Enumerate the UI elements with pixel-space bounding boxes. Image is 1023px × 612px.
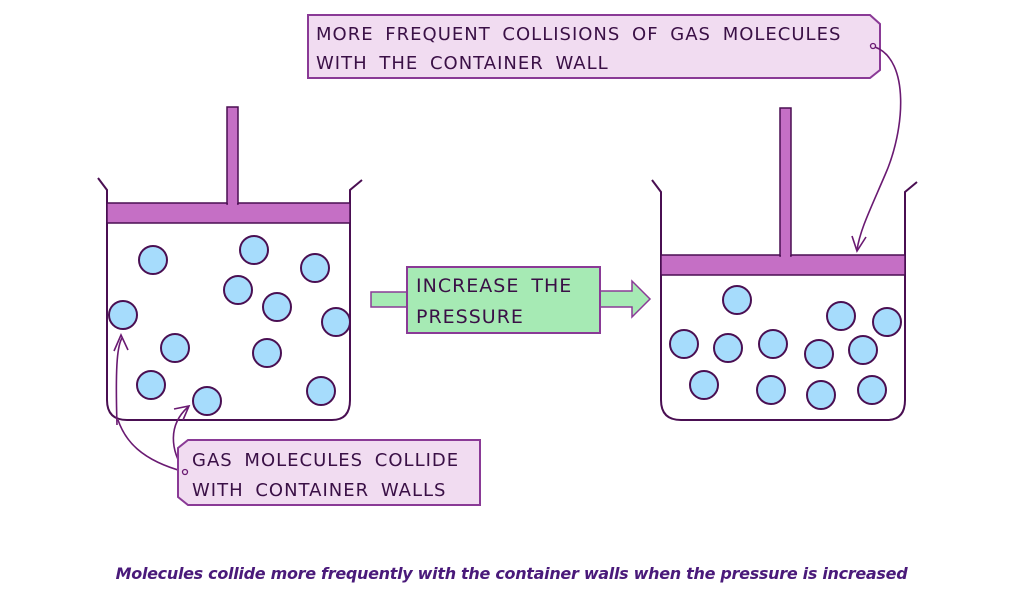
process-arrow-box xyxy=(406,266,601,334)
process-arrow: INCREASE THE PRESSURE xyxy=(370,266,652,334)
gas-molecule xyxy=(804,339,834,369)
gas-molecule xyxy=(252,338,282,368)
bottom-callout-box xyxy=(177,439,481,506)
right-container-walls xyxy=(651,179,918,421)
right-molecules xyxy=(669,285,902,410)
bottom-callout: GAS MOLECULES COLLIDE WITH CONTAINER WAL… xyxy=(113,333,481,506)
gas-molecule xyxy=(108,300,138,330)
process-arrow-tail xyxy=(370,291,410,308)
process-arrow-line2: PRESSURE xyxy=(416,306,524,328)
gas-molecule xyxy=(306,376,336,406)
gas-molecule xyxy=(713,333,743,363)
gas-molecule xyxy=(756,375,786,405)
gas-molecule xyxy=(689,370,719,400)
top-callout-line1: MORE FREQUENT COLLISIONS OF GAS MOLECULE… xyxy=(316,24,841,45)
gas-molecule xyxy=(262,292,292,322)
gas-molecule xyxy=(857,375,887,405)
gas-molecule xyxy=(872,307,902,337)
gas-molecule xyxy=(239,235,269,265)
figure-caption: Molecules collide more frequently with t… xyxy=(115,564,908,583)
bottom-pointer-arrowhead-2 xyxy=(173,404,191,421)
top-callout: MORE FREQUENT COLLISIONS OF GAS MOLECULE… xyxy=(307,14,902,253)
left-piston-rod xyxy=(226,106,239,205)
bottom-callout-anchor-dot xyxy=(181,468,189,476)
gas-molecule xyxy=(138,245,168,275)
bottom-pointer-arrowhead-1 xyxy=(113,333,129,352)
gas-molecule xyxy=(848,335,878,365)
top-pointer-arrow xyxy=(856,46,902,251)
top-pointer-arrowhead xyxy=(851,235,867,253)
gas-molecule xyxy=(192,386,222,416)
right-piston-rod xyxy=(779,107,792,257)
right-container xyxy=(651,107,918,421)
top-callout-line2: WITH THE CONTAINER WALL xyxy=(316,53,609,74)
gas-molecule xyxy=(826,301,856,331)
gas-molecule xyxy=(223,275,253,305)
gas-molecule xyxy=(758,329,788,359)
left-container xyxy=(97,106,363,421)
top-callout-anchor-dot xyxy=(869,42,877,50)
left-container-walls xyxy=(97,177,363,421)
gas-molecule xyxy=(160,333,190,363)
bottom-callout-line1: GAS MOLECULES COLLIDE xyxy=(192,450,459,471)
gas-molecule xyxy=(321,307,351,337)
bottom-callout-line2: WITH CONTAINER WALLS xyxy=(192,480,446,501)
process-arrow-line1: INCREASE THE xyxy=(416,275,572,297)
gas-molecule xyxy=(136,370,166,400)
top-callout-box xyxy=(307,14,881,79)
gas-molecule xyxy=(722,285,752,315)
gas-molecule xyxy=(669,329,699,359)
bottom-pointer-arrow-1 xyxy=(115,337,123,426)
left-molecules xyxy=(108,235,351,416)
gas-molecule xyxy=(806,380,836,410)
process-arrow-head xyxy=(599,279,652,319)
gas-molecule xyxy=(300,253,330,283)
